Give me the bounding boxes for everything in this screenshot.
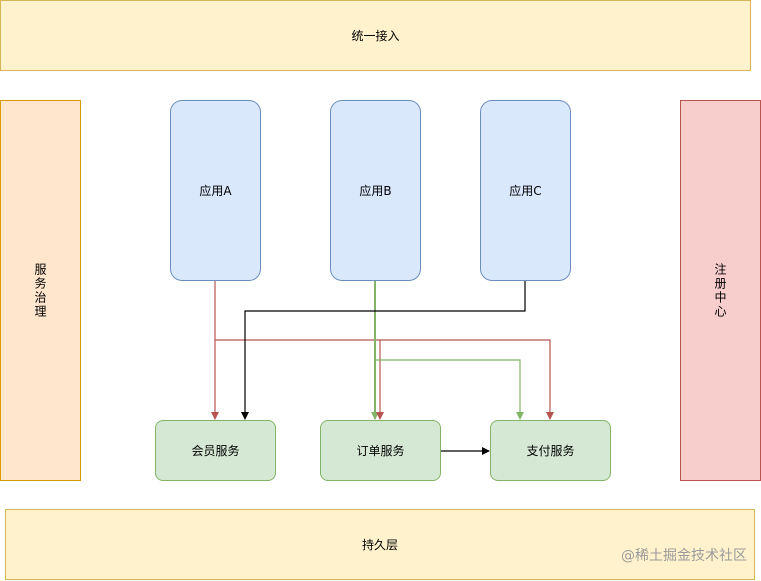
- registry-center-label: 注册中心: [713, 262, 727, 319]
- app-b-label: 应用B: [359, 184, 392, 198]
- unified-access-layer: 统一接入: [0, 0, 751, 71]
- edge-app-c-to-member-service: [241, 281, 526, 420]
- service-governance-label: 服务治理: [33, 262, 47, 319]
- member-service-node: 会员服务: [155, 420, 276, 481]
- registry-center-panel: 注册中心: [680, 100, 761, 481]
- order-service-node: 订单服务: [320, 420, 441, 481]
- app-a-label: 应用A: [199, 184, 232, 198]
- app-b-node: 应用B: [330, 100, 421, 281]
- persistence-layer-label: 持久层: [361, 538, 398, 552]
- edge-app-a-to-payment-service: [215, 339, 554, 420]
- app-a-node: 应用A: [170, 100, 261, 281]
- service-governance-panel: 服务治理: [0, 100, 81, 481]
- order-service-label: 订单服务: [356, 444, 405, 458]
- edge-app-b-to-payment-service: [375, 359, 524, 420]
- persistence-layer: 持久层: [5, 509, 755, 580]
- unified-access-label: 统一接入: [351, 29, 400, 43]
- payment-service-label: 支付服务: [526, 444, 575, 458]
- app-c-label: 应用C: [509, 184, 542, 198]
- app-c-node: 应用C: [480, 100, 571, 281]
- payment-service-node: 支付服务: [490, 420, 611, 481]
- watermark: @稀土掘金技术社区: [621, 548, 747, 564]
- member-service-label: 会员服务: [191, 444, 240, 458]
